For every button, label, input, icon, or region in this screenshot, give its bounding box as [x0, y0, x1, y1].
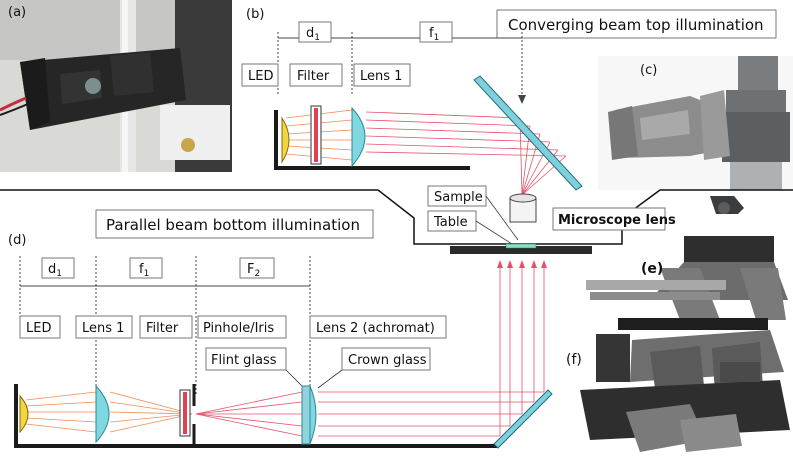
panel-label-a: (a) [8, 5, 26, 20]
crown-glass-label: Crown glass [348, 353, 427, 368]
bottom-rays-vertical [499, 262, 545, 436]
top-filter-icon [314, 108, 318, 162]
bottom-housing [14, 384, 498, 448]
flint-glass-label: Flint glass [211, 353, 277, 368]
bottom-rays-led [25, 391, 97, 433]
bottom-lens1-icon [95, 384, 110, 444]
top-filter-label: Filter [297, 69, 330, 84]
panel-label-d: (d) [8, 233, 26, 248]
top-mirror-icon [473, 75, 583, 191]
top-illumination-diagram: (b) Converging beam top illumination d1 … [241, 7, 777, 196]
top-led-label: LED [248, 69, 273, 84]
top-lens1-icon [351, 106, 366, 168]
bottom-lens2-label: Lens 2 (achromat) [316, 321, 435, 336]
crown-glass-icon [309, 385, 317, 445]
top-title-box [496, 9, 777, 39]
panel-label-f: (f) [566, 352, 582, 368]
sample-slide [505, 243, 537, 249]
bottom-mirror-icon [493, 389, 553, 449]
bottom-d1-label: d1 [48, 262, 62, 279]
render-bottom-holder: (f) [566, 330, 790, 452]
panel-label-b: (b) [246, 7, 264, 22]
bottom-pinhole-label: Pinhole/Iris [203, 321, 274, 336]
bottom-lens1-label: Lens 1 [82, 321, 124, 336]
top-d1-label: d1 [306, 26, 320, 43]
bottom-filter-label: Filter [146, 321, 179, 336]
bottom-illumination-diagram: Parallel beam bottom illumination (d) d1… [8, 209, 553, 449]
bottom-ray-arrows [497, 260, 547, 268]
render-stage-holder: (e) [586, 196, 788, 330]
bottom-led-label: LED [26, 321, 51, 336]
bottom-title: Parallel beam bottom illumination [106, 216, 360, 234]
sample-label: Sample [434, 190, 483, 205]
table-label: Table [433, 215, 468, 230]
top-led-icon [281, 116, 290, 164]
photo-3d-printed-holder: (a) [0, 0, 232, 172]
top-housing [274, 110, 470, 170]
bottom-filter-icon [183, 392, 187, 434]
top-f1-label: f1 [429, 26, 439, 43]
microscope-lens-label: Microscope lens [558, 213, 676, 228]
render-top-holder: (c) [598, 56, 793, 190]
sample-stage: Sample Table Microscope lens [427, 185, 676, 254]
bottom-rays-expanding [195, 391, 544, 437]
flint-glass-icon [301, 385, 311, 445]
top-rays-converging [365, 111, 567, 196]
bottom-led-icon [19, 394, 29, 434]
table-plate [450, 246, 592, 254]
panel-label-e: (e) [641, 261, 663, 277]
panel-label-c: (c) [640, 63, 657, 78]
bottom-rays-focusing [109, 391, 193, 433]
top-lens1-label: Lens 1 [360, 69, 402, 84]
bottom-f1-label: f1 [139, 262, 149, 279]
top-title: Converging beam top illumination [508, 16, 764, 34]
